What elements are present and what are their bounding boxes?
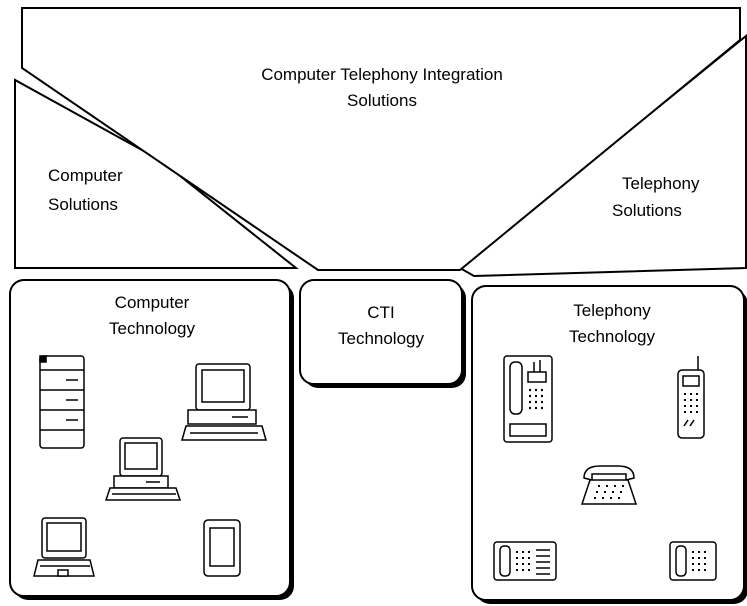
cti-technology-label-line1: CTI (367, 303, 394, 322)
laptop-icon (33, 517, 95, 577)
computer-technology-label-line1: Computer (115, 293, 190, 312)
telephony-solutions-band (458, 33, 747, 278)
computer-solutions-label-line1: Computer (48, 166, 123, 185)
tower-server-icon (39, 355, 85, 449)
cti-solutions-title-line2: Solutions (347, 91, 417, 110)
cti-solutions-title-line1: Computer Telephony Integration (261, 65, 503, 84)
telephony-solutions-label-line2: Solutions (612, 201, 682, 220)
desk-phone-icon (669, 541, 717, 581)
telephony-solutions-label-line1: Telephony (622, 174, 700, 193)
payphone-icon (503, 355, 553, 443)
cti-technology-label-line2: Technology (338, 329, 425, 348)
computer-technology-label-line2: Technology (109, 319, 196, 338)
computer-solutions-band (14, 78, 299, 269)
telephony-technology-label-line2: Technology (569, 327, 656, 346)
cellphone-icon (677, 356, 705, 439)
office-phone-icon (493, 541, 557, 581)
telephony-technology-label-line1: Telephony (573, 301, 651, 320)
computer-solutions-label-line2: Solutions (48, 195, 118, 214)
small-desktop-computer-icon (104, 437, 182, 501)
cti-solutions-funnel (21, 7, 741, 271)
rotary-phone-icon (580, 465, 638, 505)
cti-technology-box (299, 279, 463, 385)
pda-icon (203, 519, 241, 577)
desktop-computer-icon (181, 363, 267, 441)
